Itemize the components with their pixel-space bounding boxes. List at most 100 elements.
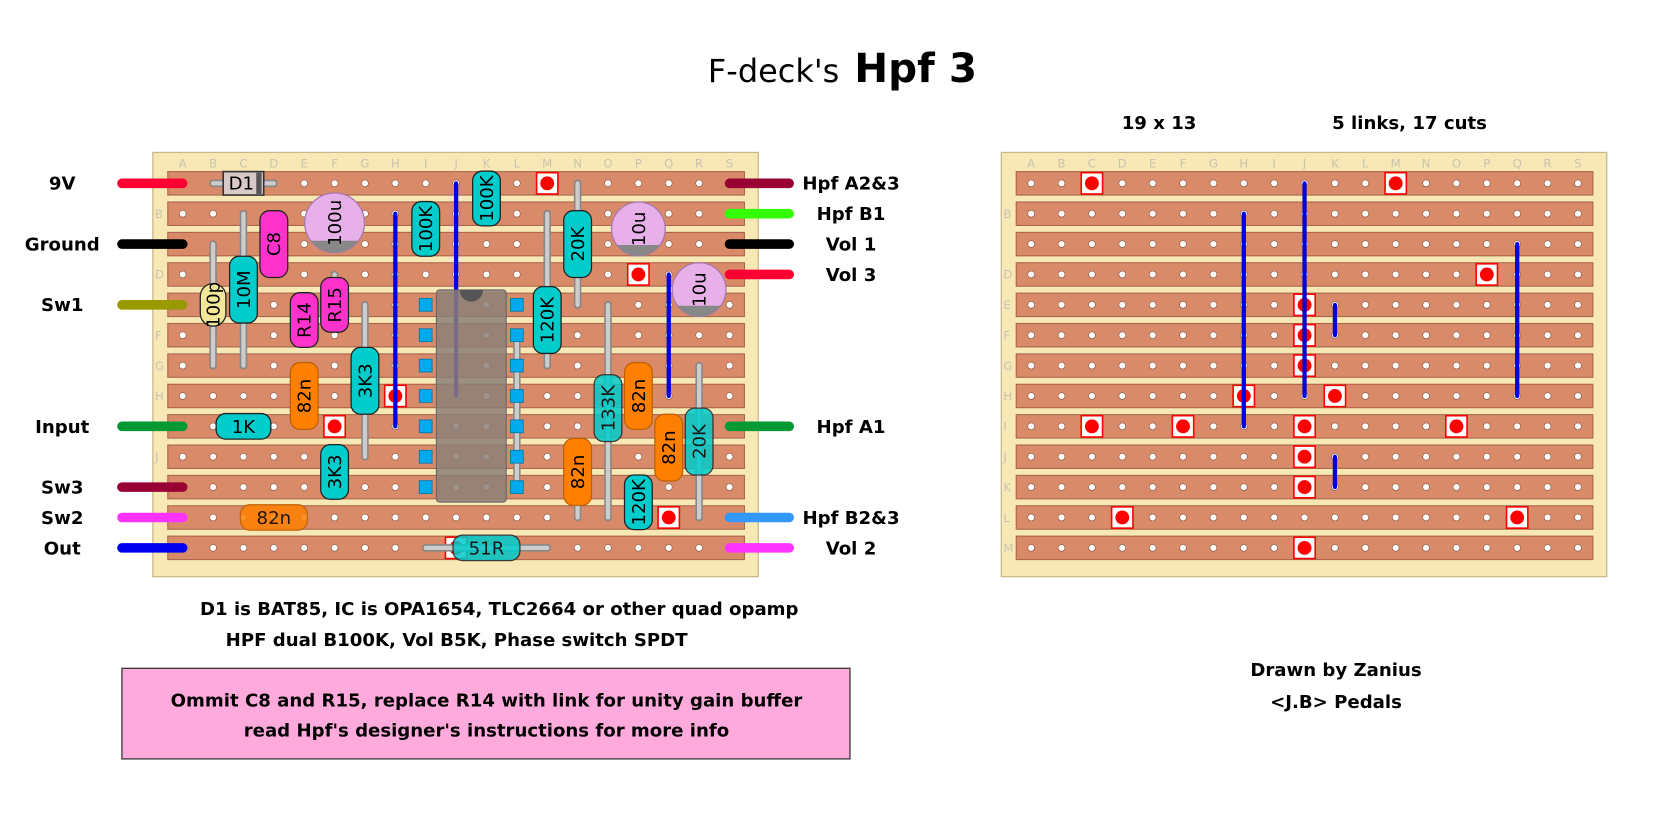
hole xyxy=(1361,179,1370,188)
ic-pin xyxy=(510,298,524,312)
row-label: D xyxy=(1003,268,1012,282)
hole xyxy=(209,513,217,522)
hole xyxy=(1148,209,1157,218)
hole xyxy=(1270,270,1278,279)
hole xyxy=(391,513,400,522)
pink-c8: C8 xyxy=(259,210,289,279)
hole xyxy=(1391,513,1400,522)
component-body xyxy=(199,282,227,327)
diode-d1: D1 xyxy=(222,170,265,196)
film-82n: 82n xyxy=(239,504,308,531)
resistor-120k: 120K xyxy=(623,474,653,531)
wire-label: Sw3 xyxy=(41,478,83,499)
column-label: Q xyxy=(1513,156,1522,170)
row-label: F xyxy=(155,328,162,342)
hole xyxy=(513,270,521,279)
hole xyxy=(1483,301,1491,309)
hole xyxy=(1118,331,1127,339)
hole xyxy=(1179,331,1187,339)
component-label: 120K xyxy=(538,296,559,344)
electrolytic-capacitor-100u: 100u xyxy=(304,192,366,254)
hole xyxy=(1118,453,1127,461)
hole xyxy=(1513,179,1521,188)
hole xyxy=(1452,453,1461,461)
column-label: K xyxy=(1331,156,1339,170)
column-label: B xyxy=(209,156,217,170)
component-label: 100u xyxy=(325,200,346,246)
hole xyxy=(1240,544,1248,552)
hole xyxy=(1057,544,1066,552)
hole xyxy=(1452,209,1461,218)
component-body xyxy=(593,374,623,443)
hole xyxy=(1057,270,1066,279)
hole xyxy=(1209,483,1218,491)
row-label: L xyxy=(1003,511,1010,525)
column-label: M xyxy=(542,156,552,170)
hole xyxy=(1391,361,1400,370)
resistor-3k3: 3K3 xyxy=(320,443,350,500)
row-label: D xyxy=(155,268,164,282)
resistor-20k: 20K xyxy=(563,210,593,279)
hole xyxy=(270,331,278,339)
component-body xyxy=(563,210,593,279)
hole xyxy=(604,544,612,552)
hole xyxy=(1361,422,1370,431)
column-label: J xyxy=(453,156,457,170)
component-body xyxy=(289,361,319,431)
track-cut-mark xyxy=(1297,449,1312,464)
hole xyxy=(634,544,643,552)
hole xyxy=(209,392,217,400)
hole xyxy=(1391,392,1400,400)
hole xyxy=(361,483,369,491)
hole xyxy=(1027,301,1035,309)
column-label: E xyxy=(301,156,308,170)
hole xyxy=(1088,270,1096,279)
hole xyxy=(1361,544,1370,552)
component-label: C8 xyxy=(264,232,285,256)
hole xyxy=(1209,179,1218,188)
column-label: N xyxy=(1422,156,1431,170)
component-body xyxy=(228,255,258,324)
hole xyxy=(270,361,278,370)
hole xyxy=(1391,331,1400,339)
hole xyxy=(1270,544,1278,552)
hole xyxy=(543,483,551,491)
column-label: C xyxy=(1088,156,1096,170)
hole xyxy=(1452,361,1461,370)
hole xyxy=(1240,513,1248,522)
credit-author: Drawn by Zanius xyxy=(1250,660,1421,681)
component-label: 20K xyxy=(568,226,589,262)
hole xyxy=(1027,483,1035,491)
hole xyxy=(1209,453,1218,461)
hole xyxy=(665,544,673,552)
track-cut-mark xyxy=(1115,510,1130,525)
wire-label: Out xyxy=(44,538,81,559)
track-cut-mark xyxy=(1084,419,1099,434)
hole xyxy=(1452,240,1461,248)
hole xyxy=(634,453,643,461)
hole xyxy=(1543,240,1552,248)
hole xyxy=(1270,209,1278,218)
resistor-1k: 1K xyxy=(215,412,272,440)
hole xyxy=(1088,513,1096,522)
hole xyxy=(270,483,278,491)
component-body xyxy=(654,413,684,482)
hole xyxy=(1027,331,1035,339)
hole xyxy=(1057,453,1066,461)
hole xyxy=(330,361,339,370)
hole xyxy=(209,453,217,461)
column-label: S xyxy=(726,156,733,170)
hole xyxy=(1088,301,1096,309)
capacitor-body xyxy=(671,262,727,318)
hole xyxy=(665,179,673,188)
hole xyxy=(1574,392,1582,400)
column-label: A xyxy=(1027,156,1035,170)
hole xyxy=(1270,483,1278,491)
hole xyxy=(1331,179,1339,188)
hole xyxy=(1270,361,1278,370)
hole xyxy=(1483,544,1491,552)
hole xyxy=(1270,240,1278,248)
component-body xyxy=(289,292,319,349)
hole xyxy=(1422,179,1430,188)
hole xyxy=(1179,270,1187,279)
